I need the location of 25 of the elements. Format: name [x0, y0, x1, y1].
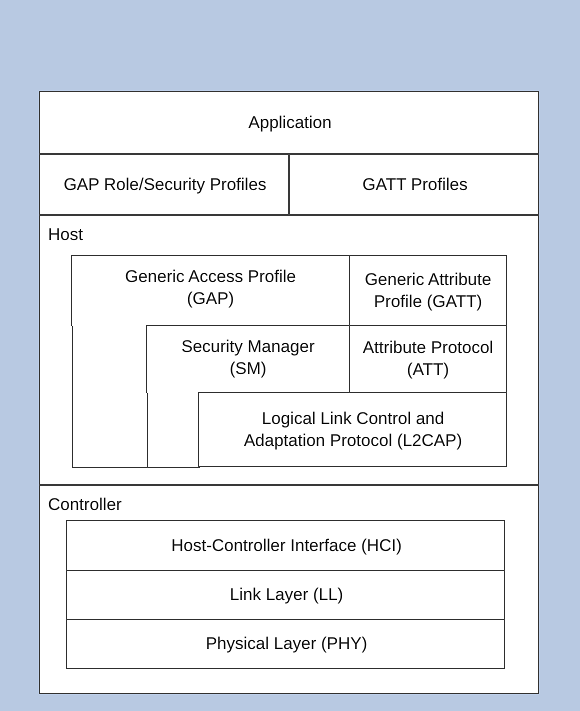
layer-box: [39, 154, 289, 215]
layer-group: [39, 485, 539, 694]
group-heading: Controller: [48, 494, 122, 516]
layer-label: Logical Link Control and Adaptation Protocol (L2CAP): [242, 408, 464, 452]
layer-box: [71, 255, 350, 326]
layer-box: [198, 392, 507, 467]
layer-box: [66, 520, 505, 571]
layer-label: Link Layer (LL): [228, 584, 344, 606]
layer-box: [146, 325, 350, 393]
layer-box: [289, 154, 539, 215]
layer-label: Host-Controller Interface (HCI): [170, 534, 403, 556]
layer-label: GATT Profiles: [361, 174, 469, 196]
layer-label: Generic Access Profile (GAP): [124, 266, 297, 310]
layer-group: [39, 215, 539, 485]
layer-box: [66, 619, 505, 669]
layer-label: Application: [247, 112, 333, 134]
layer-box: [66, 570, 505, 620]
layer-label: GAP Role/Security Profiles: [62, 174, 268, 196]
layer-label: Security Manager (SM): [180, 336, 316, 380]
layer-label: Generic Attribute Profile (GATT): [364, 268, 492, 312]
layer-label: Physical Layer (PHY): [204, 633, 368, 655]
group-heading: Host: [48, 224, 83, 246]
layer-label: Attribute Protocol (ATT): [362, 337, 494, 381]
layer-box: [39, 91, 539, 154]
layer-box: [349, 255, 507, 326]
